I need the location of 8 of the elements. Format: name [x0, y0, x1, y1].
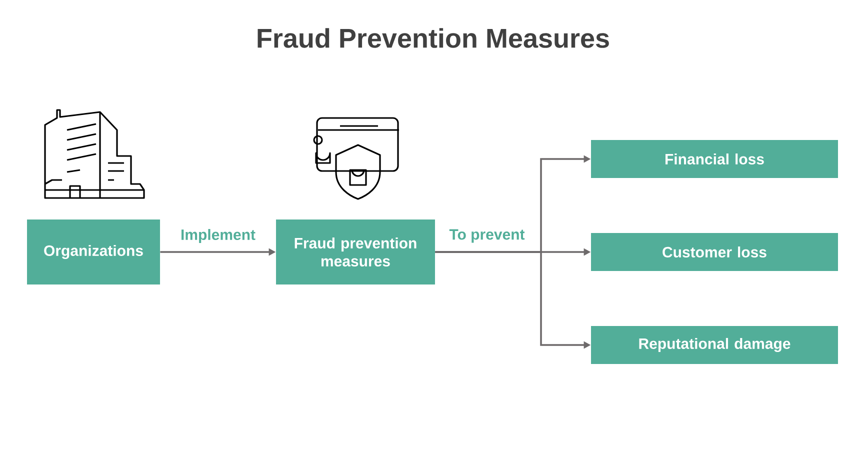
edge-label: To prevent — [448, 228, 526, 244]
process-box: Financial loss — [591, 140, 838, 178]
process-box: Organizations — [27, 220, 160, 284]
process-box: Customer loss — [591, 233, 838, 271]
process-box: Reputational damage — [591, 326, 838, 364]
edge-label: Implement — [180, 228, 257, 244]
process-box: Fraud prevention measures — [276, 220, 435, 284]
title: Fraud Prevention Measures — [258, 28, 609, 48]
